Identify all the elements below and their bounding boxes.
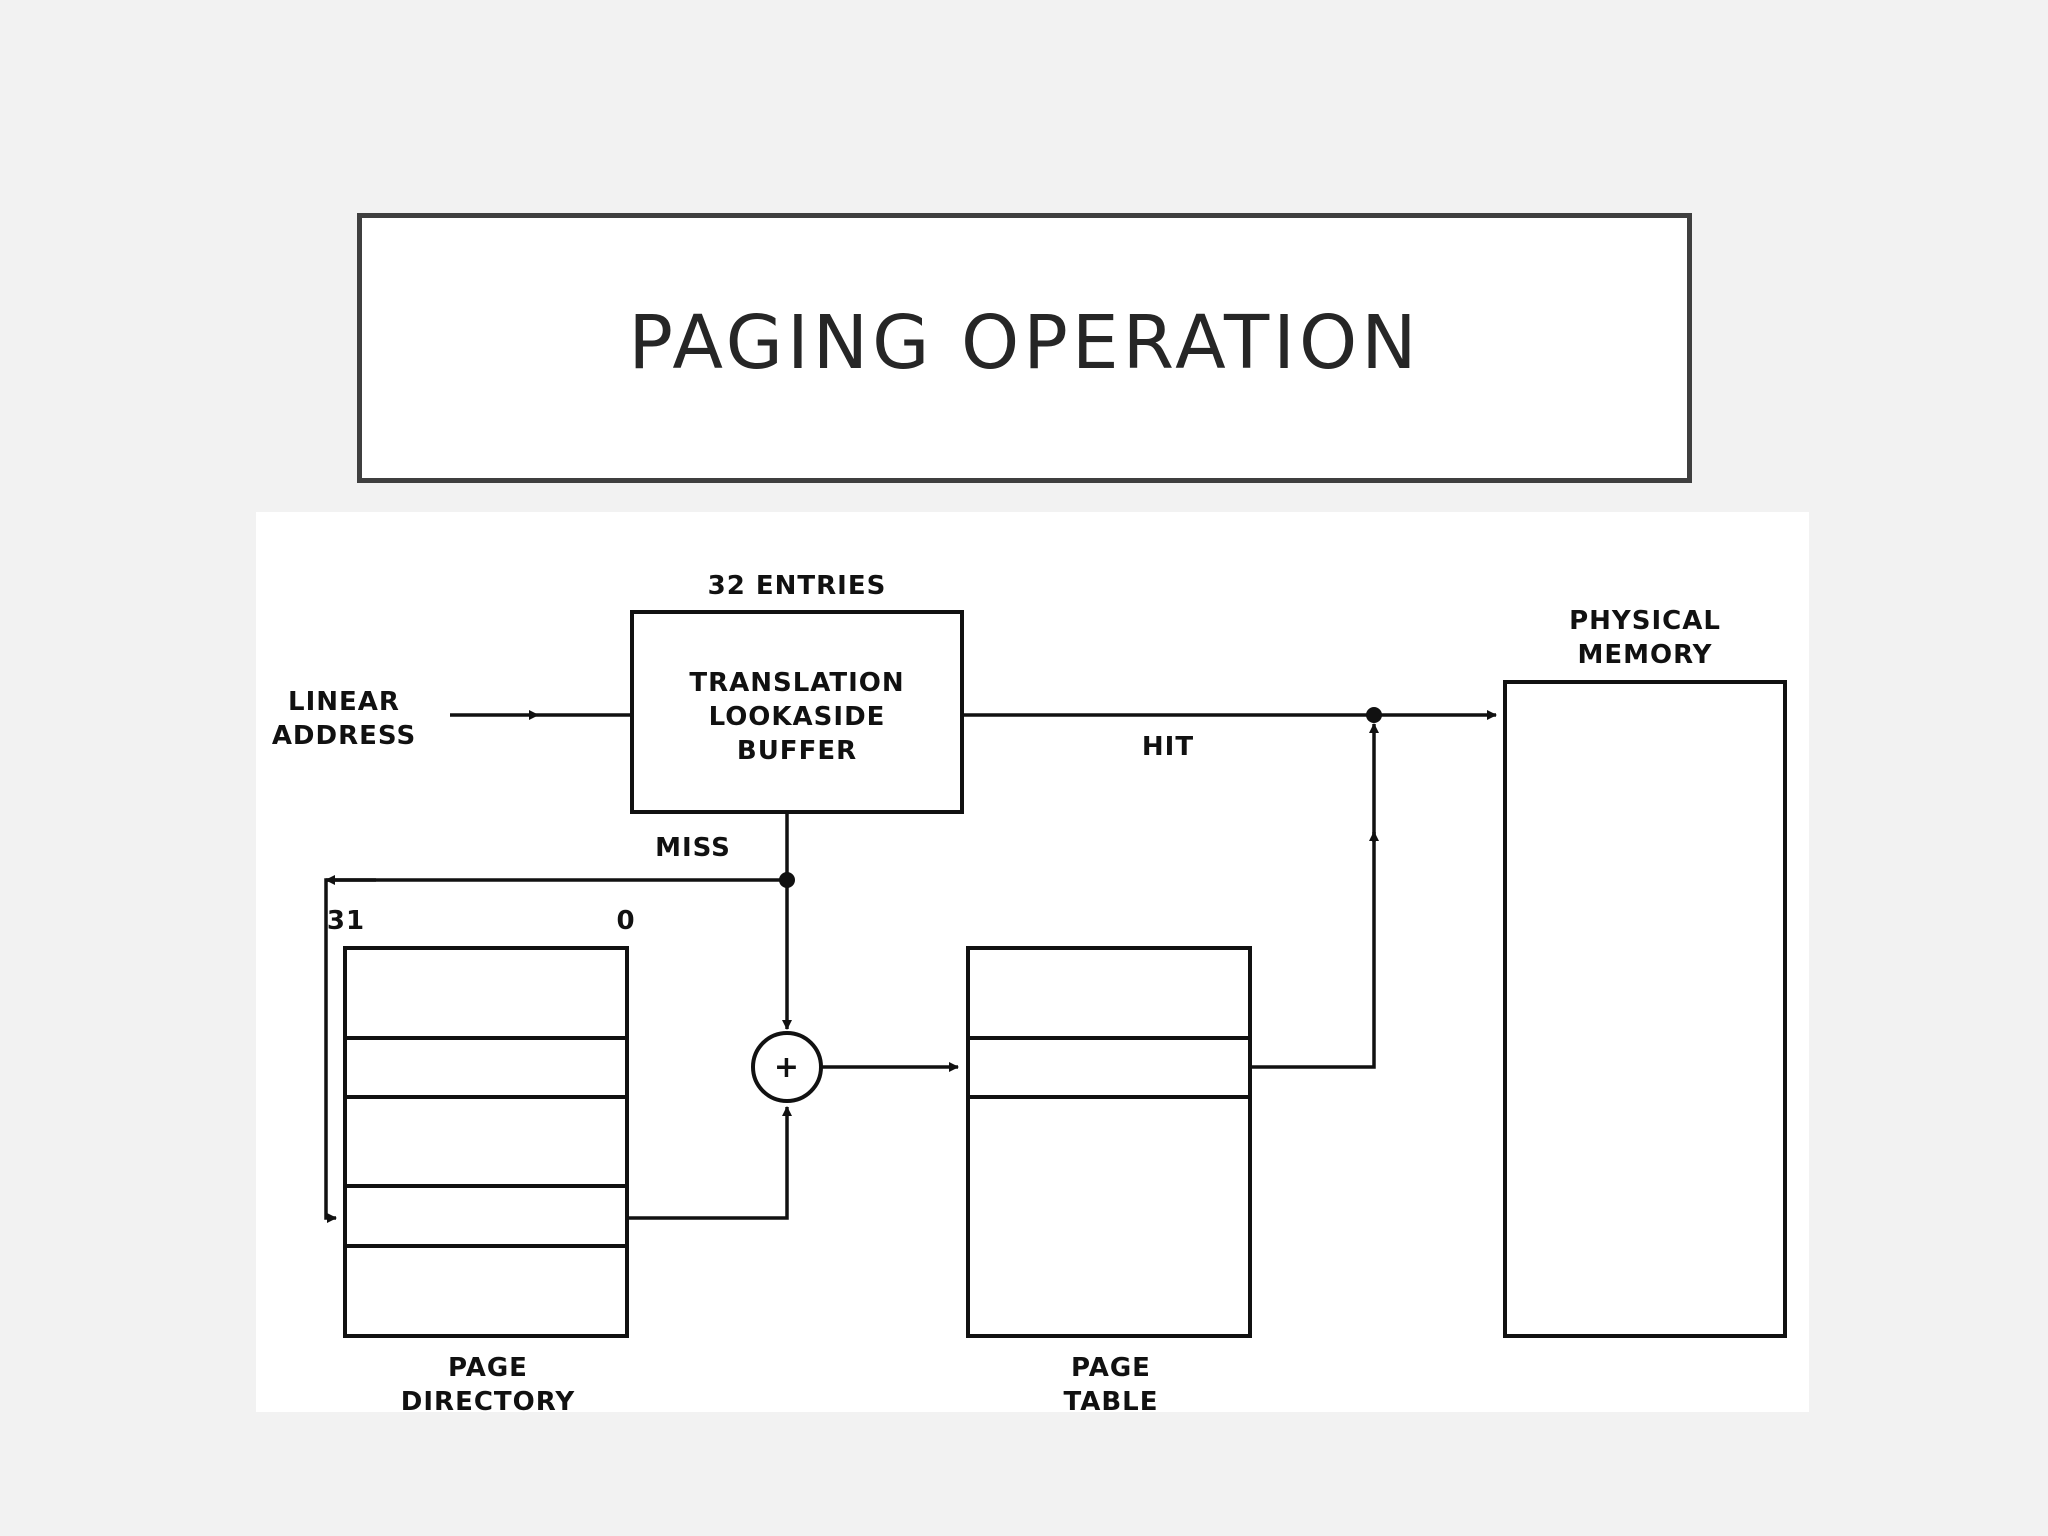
hit-label: HIT [1142,732,1194,762]
page-directory-label-line2: DIRECTORY [401,1387,576,1412]
page-table-label-line1: PAGE [1071,1353,1151,1383]
tlb-capacity-label: 32 ENTRIES [708,571,887,601]
page-directory-label-line1: PAGE [448,1353,528,1383]
tlb-box [630,610,964,814]
physical-memory-box [1503,680,1787,1338]
linear-address-label-line1: LINEAR [288,687,400,717]
paging-diagram: 32 ENTRIES TRANSLATION LOOKASIDE BUFFER … [256,512,1809,1412]
miss-label: MISS [655,833,731,863]
bit-high-label: 31 [327,906,365,936]
physical-memory-label-line1: PHYSICAL [1569,606,1721,636]
miss-junction-dot [779,872,795,888]
tlb-label-line2: LOOKASIDE [709,702,886,732]
tlb-label-line1: TRANSLATION [689,668,904,698]
directory-to-adder-line [627,1106,792,1220]
hit-junction-dot [1366,707,1382,723]
diagram-canvas: 32 ENTRIES TRANSLATION LOOKASIDE BUFFER … [272,571,1787,1412]
page-title: PAGING OPERATION [628,300,1421,386]
page-directory-box [343,946,629,1338]
physical-memory-label-line2: MEMORY [1577,640,1712,670]
title-box: PAGING OPERATION [357,213,1692,483]
tlb-label-line3: BUFFER [737,736,857,766]
page-table-box [966,946,1252,1338]
adder-symbol: + [774,1050,800,1085]
linear-address-label-line2: ADDRESS [272,721,416,751]
directory-loop-line [324,878,787,1223]
bit-low-label: 0 [616,906,635,936]
table-to-memory-line [1250,723,1379,1069]
page-table-label-line2: TABLE [1064,1387,1159,1412]
